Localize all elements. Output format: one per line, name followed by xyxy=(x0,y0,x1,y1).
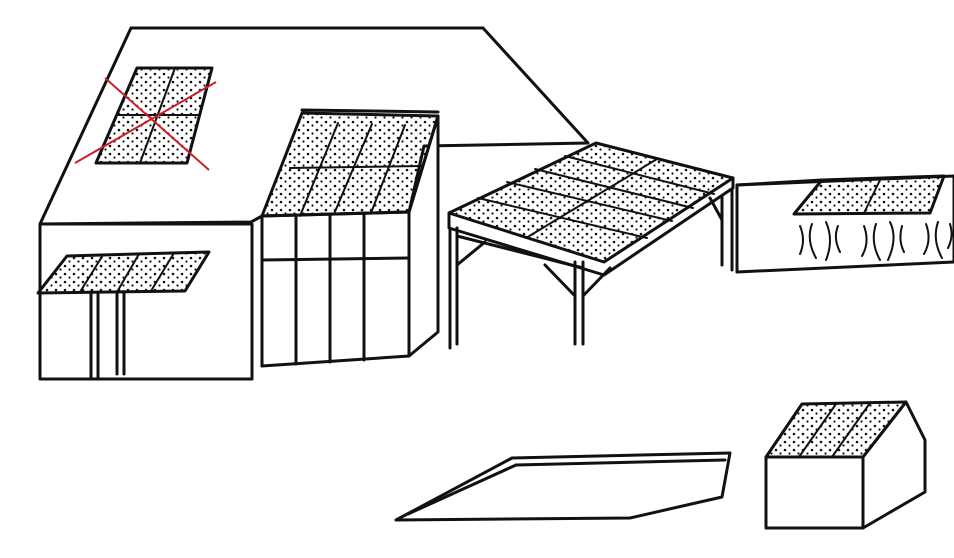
veranda xyxy=(262,110,438,366)
garden-shed xyxy=(766,402,925,528)
carport-brace xyxy=(457,242,485,265)
veranda-rail xyxy=(262,258,409,260)
trellis-fence xyxy=(737,176,954,272)
veranda-front xyxy=(262,212,409,366)
carport-solar-roof xyxy=(449,143,733,275)
veranda-roof-edge xyxy=(302,110,438,112)
house-wall xyxy=(40,224,252,379)
awning-panel-frame xyxy=(38,252,209,293)
shed-front-wall xyxy=(766,457,863,528)
carport-brace xyxy=(545,265,575,296)
awning-solar-panel xyxy=(38,252,209,293)
carport xyxy=(449,143,733,348)
ground-mounted-panel xyxy=(396,453,730,520)
